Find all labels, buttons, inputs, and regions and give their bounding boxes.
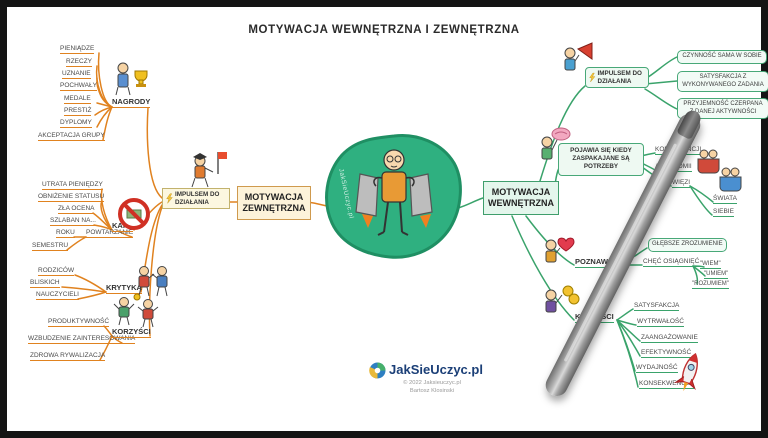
leaf-node: WYTRWAŁOŚĆ: [637, 318, 684, 328]
megaphone-person-illustration: [564, 42, 593, 71]
brain-person-illustration: [541, 127, 571, 160]
brand-name: JakSieUczyc.pl: [389, 362, 483, 377]
impulse-box-label: IMPULSEM DO DZIAŁANIA: [175, 191, 220, 206]
leaf-node: AKCEPTACJA GRUPY: [38, 132, 105, 142]
leaf-node: ZAANGAŻOWANIE: [641, 334, 698, 344]
motywacja-wewnetrzna-node: MOTYWACJA WEWNĘTRZNA: [483, 181, 559, 215]
leaf-node: KONSEKWENCJA: [639, 380, 694, 390]
brand-logo-icon: [369, 362, 386, 379]
impulse-box-external: IMPULSEM DO DZIAŁANIA: [162, 188, 230, 209]
leaf-node: "WIEM": [700, 261, 721, 269]
leaf-node: BLISKICH: [30, 279, 60, 289]
trophy-person-illustration: [115, 62, 148, 96]
branch-poznawcza-label: POZNAWCZA: [575, 257, 624, 268]
rocket-illustration: [673, 353, 698, 392]
impulse-box-internal: IMPULSEM DO DZIAŁANIA: [585, 67, 649, 88]
prohibition-sign-icon: [118, 198, 150, 230]
leaf-node: OBNIŻENIE STATUSU: [38, 193, 105, 203]
branch-kary-label: KARY: [112, 221, 133, 232]
money-person-illustration: [545, 285, 580, 313]
leaf-node: SATYSFAKCJA: [634, 302, 680, 312]
branch-krytyka-label: KRYTYKA: [106, 283, 142, 294]
motywacja-zewnetrzna-node: MOTYWACJA ZEWNĘTRZNA: [237, 186, 311, 220]
leaf-node: RZECZY: [66, 58, 92, 68]
leaf-node: PRODUKTYWNOŚĆ: [48, 318, 110, 328]
leaf-node: ZŁA OCENA: [58, 205, 95, 215]
leaf-node: WYDAJNOŚĆ: [636, 364, 678, 374]
lightning-bolt-icon: [166, 193, 173, 204]
leaf-node: RODZICÓW: [38, 267, 75, 277]
leaf-node: POWTARZANIE: [86, 229, 134, 239]
copyright-note: © 2022 Jaksieuczyc.pl Bartosz Klosinski: [388, 380, 476, 396]
leaf-node: NAUCZYCIELI: [36, 291, 79, 301]
leaf-node: ZDROWA RYWALIZACJA: [30, 352, 106, 362]
leaf-node: SZLABAN NA...: [50, 217, 96, 227]
leaf-node: PRZYJEMNOŚĆ CZERPANA Z DANEJ AKTYWNOŚCI: [677, 98, 768, 119]
leaf-node: ŚWIATA: [713, 195, 737, 205]
graduate-illustration: [191, 152, 227, 188]
leaf-node: UTRATA PIENIĘDZY: [42, 181, 103, 191]
potrzeby-node: POJAWIA SIĘ KIEDY ZASPAKAJANE SĄ POTRZEB…: [558, 143, 644, 176]
playing-children-illustration: [113, 293, 159, 328]
author-line: Bartosz Klosinski: [409, 387, 455, 394]
heart-person-illustration: [545, 237, 575, 263]
branch-korzysci-left-label: KORZYŚCI: [112, 327, 151, 338]
leaf-node: POCHWAŁY: [60, 82, 97, 92]
copyright-line: © 2022 Jaksieuczyc.pl: [403, 380, 461, 386]
leaf-node: SIEBIE: [713, 208, 734, 218]
leaf-node: PIENIĄDZE: [60, 45, 95, 55]
leaf-node: ROKU: [56, 229, 75, 239]
leaf-node: GŁĘBSZE ZROZUMIENIE: [648, 238, 727, 252]
arguing-people-illustration: [138, 266, 168, 297]
leaf-node: CZYNNOŚĆ SAMA W SOBIE: [677, 50, 767, 64]
branch-nagrody-label: NAGRODY: [112, 97, 151, 108]
leaf-node: CHĘĆ OSIĄGNIĘĆ: [643, 258, 700, 268]
impulse-box-label: IMPULSEM DO DZIAŁANIA: [597, 70, 642, 85]
leaf-node: PRESTIŻ: [64, 107, 92, 117]
leaf-node: "ROZUMIEM": [692, 281, 729, 289]
leaf-node: SEMESTRU: [32, 242, 69, 252]
leaf-node: "UMIEM": [704, 271, 729, 279]
leaf-node: MEDALE: [64, 95, 91, 105]
page-title: MOTYWACJA WEWNĘTRZNA I ZEWNĘTRZNA: [248, 24, 520, 36]
hugging-people-illustration: [697, 149, 742, 192]
lightning-bolt-icon: [589, 72, 596, 83]
leaf-node: SATYSFAKCJA Z WYKONYWANEGO ZADANIA: [677, 71, 768, 92]
leaf-node: DYPLOMY: [60, 119, 92, 129]
leaf-node: WZBUDZENIE ZAINTERESOWANIA: [28, 335, 136, 345]
leaf-node: EFEKTYWNOŚĆ: [641, 349, 692, 359]
leaf-node: UZNANIE: [62, 70, 91, 80]
leaf-node: WIĘZI: [672, 179, 691, 189]
jetpack-person-illustration: [325, 133, 462, 259]
